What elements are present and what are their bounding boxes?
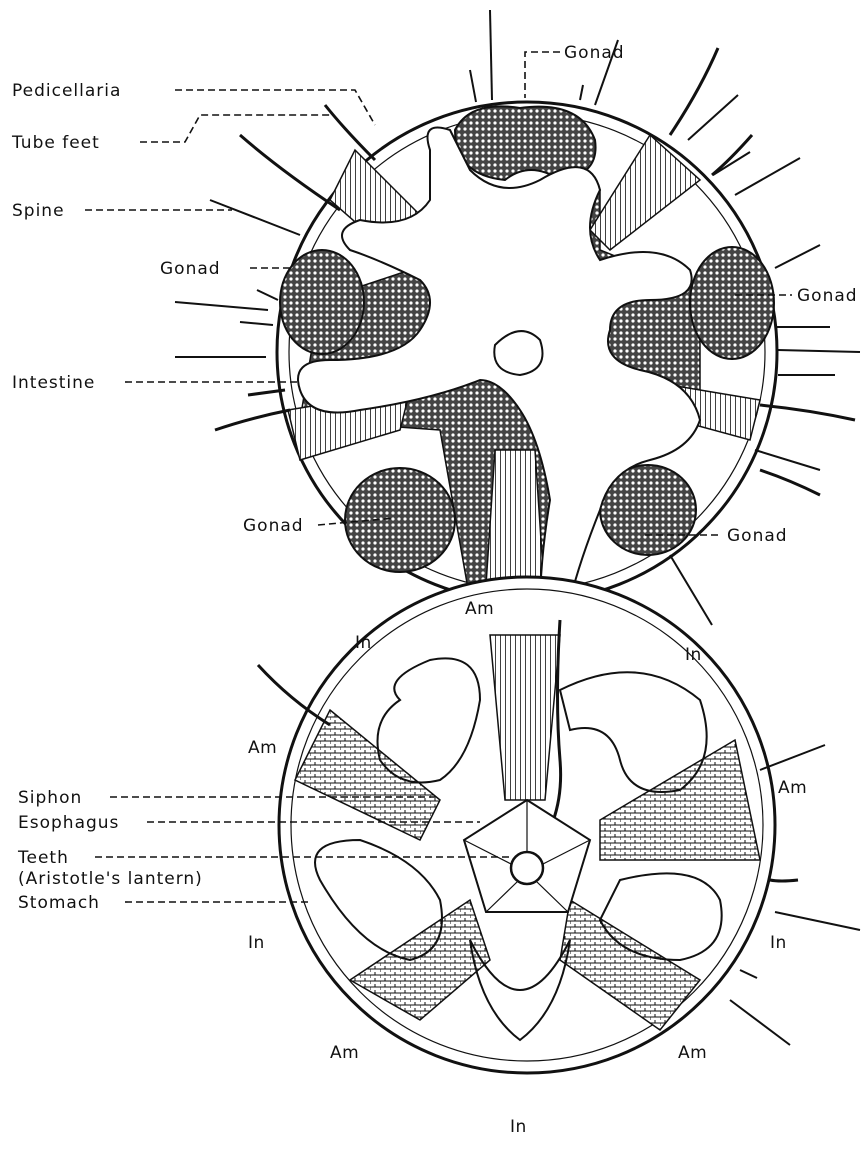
label-gonad-top: Gonad (564, 43, 625, 63)
label-in-upper-left: In (355, 633, 372, 653)
label-spine: Spine (12, 201, 65, 221)
label-gonad-bottom-right: Gonad (727, 526, 788, 546)
label-gonad-bottom-left: Gonad (243, 516, 304, 536)
label-aristotles-lantern: (Aristotle's lantern) (18, 869, 203, 889)
label-in-bottom: In (510, 1117, 527, 1137)
leader-pedicellaria (175, 90, 375, 125)
label-am-right: Am (778, 778, 807, 798)
gonad-bottom-left (345, 468, 455, 572)
label-gonad-right: Gonad (797, 286, 858, 306)
label-gonad-left: Gonad (160, 259, 221, 279)
label-am-bottom-right: Am (678, 1043, 707, 1063)
label-siphon: Siphon (18, 788, 82, 808)
label-esophagus: Esophagus (18, 813, 119, 833)
leader-gonad-top (525, 52, 560, 98)
label-pedicellaria: Pedicellaria (12, 81, 121, 101)
label-am-left: Am (248, 738, 277, 758)
gonad-right (690, 247, 774, 359)
label-stomach: Stomach (18, 893, 100, 913)
label-am-bottom-left: Am (330, 1043, 359, 1063)
label-in-right: In (770, 933, 787, 953)
lower-disc (258, 577, 860, 1073)
label-in-left: In (248, 933, 265, 953)
label-teeth: Teeth (17, 848, 69, 868)
label-intestine: Intestine (12, 373, 95, 393)
gonad-left (280, 250, 364, 354)
label-in-upper-right: In (685, 645, 702, 665)
label-am-center: Am (465, 599, 494, 619)
label-tube-feet: Tube feet (11, 133, 100, 153)
leader-tube-feet (140, 115, 330, 142)
